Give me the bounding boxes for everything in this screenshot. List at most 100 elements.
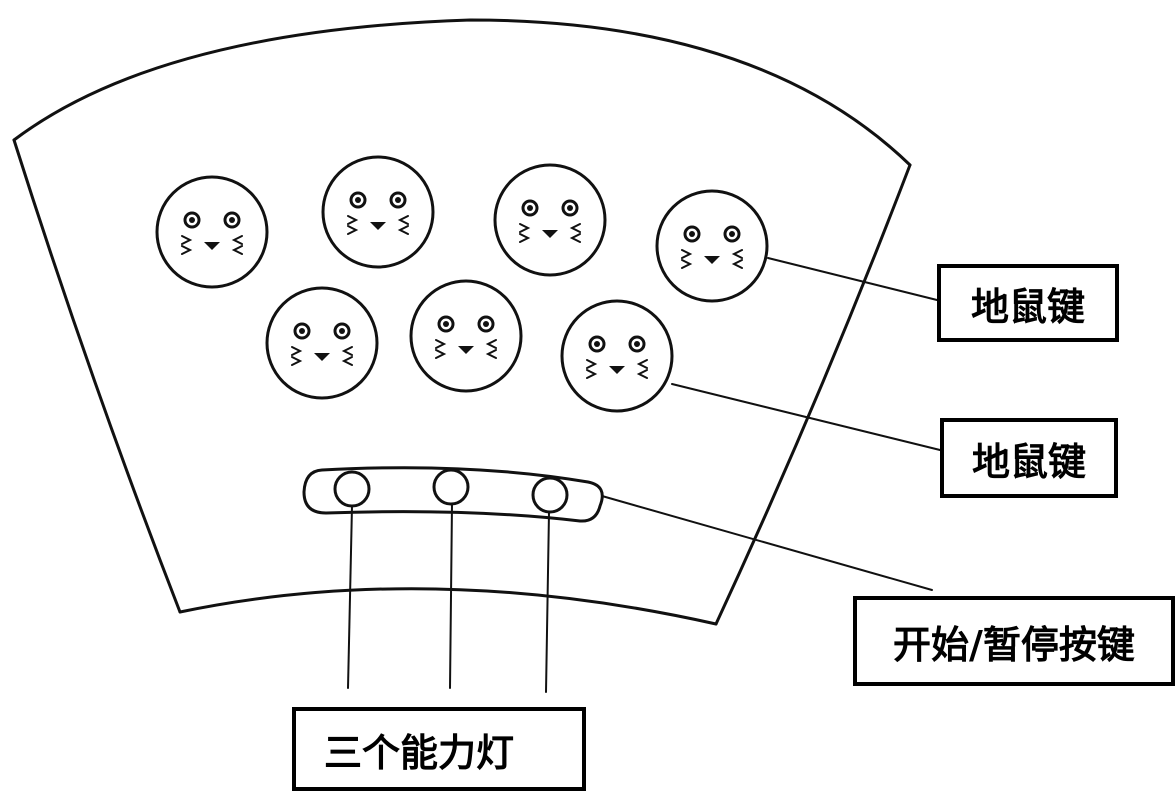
- leader-start: [601, 495, 933, 591]
- mole-eye: [293, 322, 311, 340]
- mole-nose: [314, 353, 330, 361]
- mole-whisker: [341, 346, 353, 356]
- mole-eye: [683, 225, 701, 243]
- mole-eye: [389, 191, 407, 209]
- mole-eye: [477, 315, 495, 333]
- mole-nose: [204, 242, 220, 250]
- start-pause-label: 开始/暂停按键: [853, 596, 1175, 686]
- mole-pupil: [483, 321, 489, 327]
- leader-mole-1: [767, 257, 938, 301]
- mole-whisker: [519, 233, 531, 243]
- mole-eye: [723, 225, 741, 243]
- mole-eye: [223, 211, 241, 229]
- leader-mole-2: [671, 383, 941, 451]
- mole-pupil: [355, 197, 361, 203]
- mole-key-label-1: 地鼠键: [937, 264, 1119, 342]
- mole-pupil: [527, 205, 533, 211]
- mole-eye: [333, 322, 351, 340]
- mole-key-label-2: 地鼠键: [940, 418, 1118, 498]
- mole-pupil: [443, 321, 449, 327]
- mole-pupil: [567, 205, 573, 211]
- leader-lines: [347, 257, 941, 693]
- mole-pupil: [594, 341, 600, 347]
- mole-whisker: [586, 369, 598, 379]
- mole-pupil: [395, 197, 401, 203]
- mole-whisker: [291, 356, 303, 366]
- ability-light-1: [333, 470, 371, 508]
- mole-nose: [370, 222, 386, 230]
- mole-whisker: [519, 223, 531, 233]
- mole-pupil: [634, 341, 640, 347]
- mole-face-icon[interactable]: [265, 286, 379, 400]
- mole-whisker: [397, 225, 409, 235]
- ability-light-2: [432, 468, 470, 506]
- mole-eye: [588, 335, 606, 353]
- mole-whisker: [681, 259, 693, 269]
- mole-whisker: [681, 249, 693, 259]
- mole-pupil: [299, 328, 305, 334]
- mole-nose: [609, 366, 625, 374]
- console-body: [12, 18, 912, 626]
- mole-whisker: [341, 356, 353, 366]
- mole-whisker: [291, 346, 303, 356]
- mole-whisker: [347, 215, 359, 225]
- console-left-edge: [12, 138, 182, 614]
- mole-eye: [183, 211, 201, 229]
- ability-lights-label: 三个能力灯: [292, 707, 586, 791]
- console-bottom-edge: [178, 587, 718, 626]
- mole-whisker: [485, 339, 497, 349]
- mole-face-icon[interactable]: [560, 299, 674, 413]
- mole-nose: [458, 346, 474, 354]
- console-top-edge: [12, 18, 912, 167]
- mole-whisker: [731, 259, 743, 269]
- mole-whisker: [347, 225, 359, 235]
- mole-pupil: [729, 231, 735, 237]
- mole-whisker: [569, 223, 581, 233]
- mole-pupil: [339, 328, 345, 334]
- leader-light-2: [449, 503, 453, 689]
- mole-keys-group: [155, 155, 769, 413]
- mole-face-icon[interactable]: [493, 163, 607, 277]
- mole-pupil: [189, 217, 195, 223]
- mole-whisker: [181, 245, 193, 255]
- leader-light-3: [545, 511, 550, 693]
- mole-face-icon[interactable]: [655, 189, 769, 303]
- ability-light-3: [531, 476, 569, 514]
- mole-key-3[interactable]: [493, 163, 607, 277]
- mole-whisker: [485, 349, 497, 359]
- mole-eye: [437, 315, 455, 333]
- mole-whisker: [231, 245, 243, 255]
- mole-face-icon[interactable]: [409, 279, 523, 393]
- mole-key-7[interactable]: [560, 299, 674, 413]
- mole-nose: [542, 230, 558, 238]
- mole-key-4[interactable]: [655, 189, 769, 303]
- mole-key-6[interactable]: [409, 279, 523, 393]
- leader-light-1: [347, 505, 353, 689]
- mole-key-1[interactable]: [155, 175, 269, 289]
- mole-whisker: [435, 339, 447, 349]
- start-pause-key[interactable]: [302, 466, 604, 523]
- mole-whisker: [636, 359, 648, 369]
- mole-whisker: [636, 369, 648, 379]
- mole-eye: [561, 199, 579, 217]
- mole-pupil: [689, 231, 695, 237]
- mole-whisker: [586, 359, 598, 369]
- mole-eye: [521, 199, 539, 217]
- mole-face-icon[interactable]: [321, 155, 435, 269]
- mole-pupil: [229, 217, 235, 223]
- mole-whisker: [435, 349, 447, 359]
- mole-whisker: [397, 215, 409, 225]
- mole-whisker: [731, 249, 743, 259]
- mole-whisker: [569, 233, 581, 243]
- mole-eye: [628, 335, 646, 353]
- mole-nose: [704, 256, 720, 264]
- mole-whisker: [231, 235, 243, 245]
- console-right-edge: [714, 163, 912, 626]
- mole-whisker: [181, 235, 193, 245]
- mole-face-icon[interactable]: [155, 175, 269, 289]
- start-pause-bar[interactable]: [302, 466, 604, 523]
- mole-key-2[interactable]: [321, 155, 435, 269]
- mole-eye: [349, 191, 367, 209]
- mole-key-5[interactable]: [265, 286, 379, 400]
